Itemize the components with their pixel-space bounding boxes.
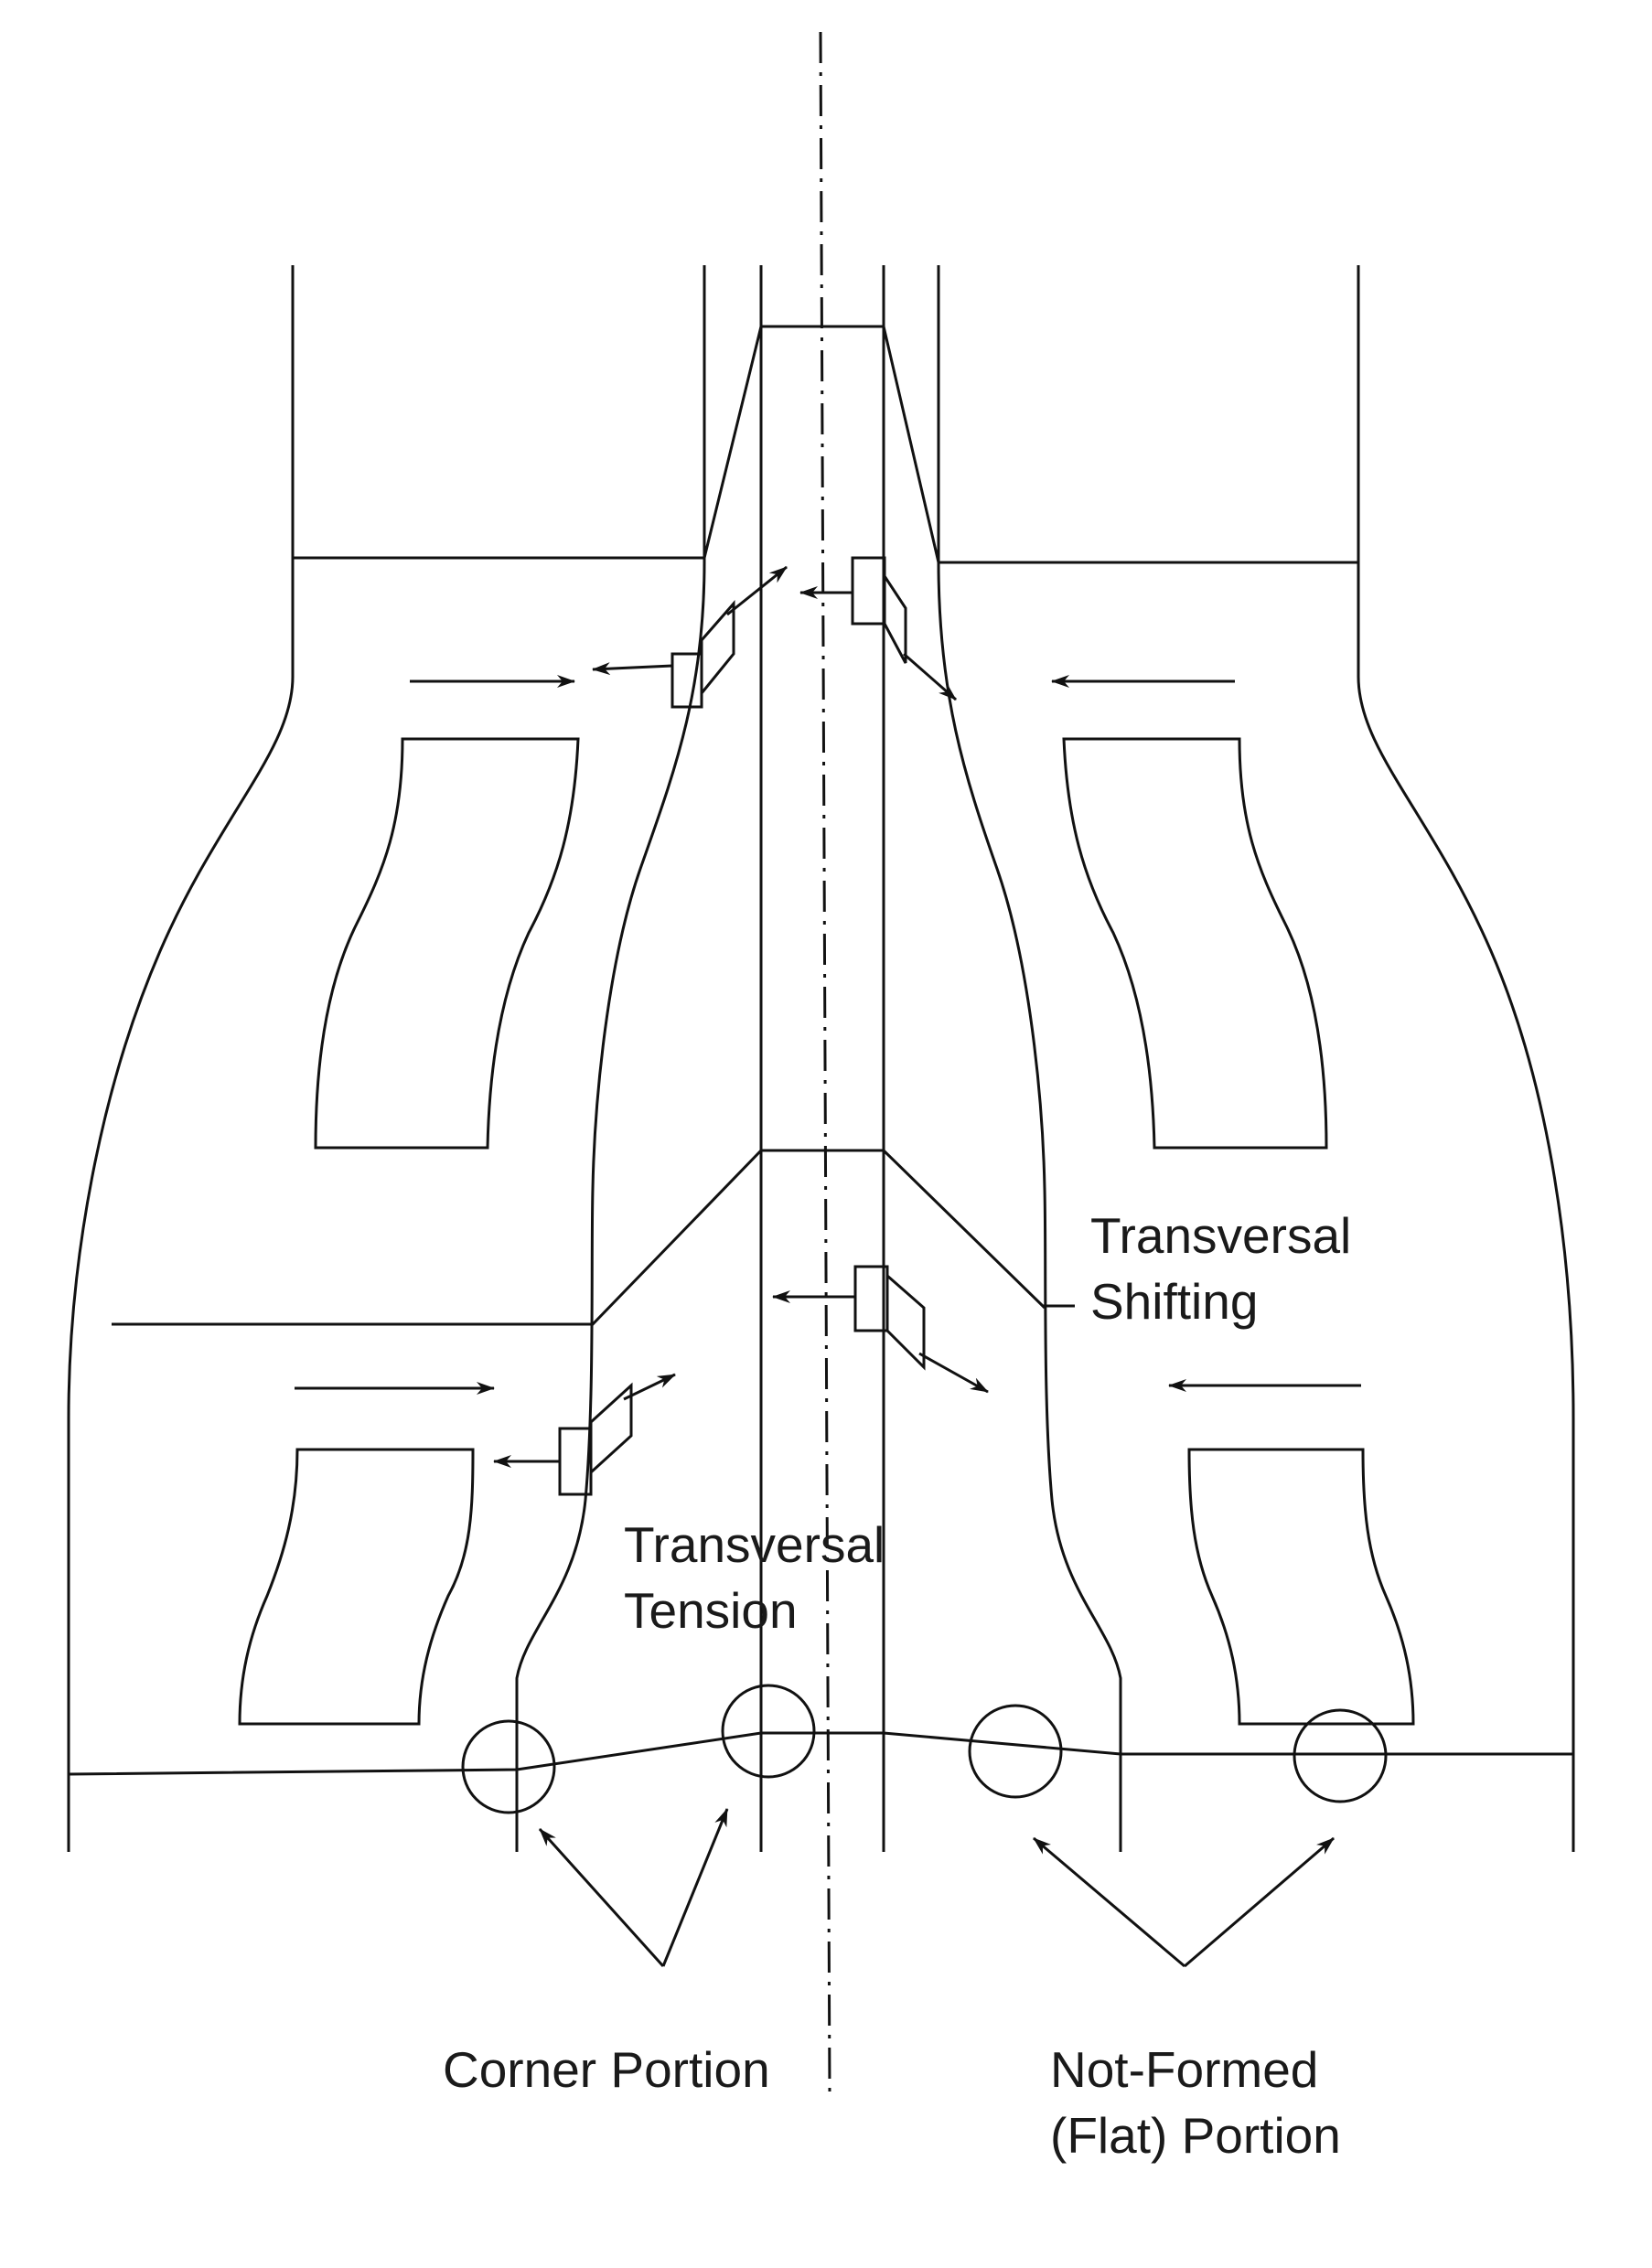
upper-left-shift-arrow bbox=[592, 662, 673, 676]
lower-right-tension-arrow bbox=[918, 1352, 989, 1394]
corner-pointer-left bbox=[538, 1827, 665, 1968]
flat-pointer-right bbox=[1184, 1836, 1335, 1968]
lower-right-element-sheared bbox=[885, 1272, 926, 1371]
transversal-shifting-label: Transversal Shifting bbox=[1090, 1207, 1366, 1330]
transversal-tension-label: Transversal Tension bbox=[624, 1516, 899, 1639]
lower-left-window bbox=[238, 1448, 475, 1726]
corner-pointer-right bbox=[661, 1808, 729, 1967]
fold-lines bbox=[515, 265, 1122, 1852]
corner-circle-left bbox=[461, 1719, 556, 1814]
upper-left-tension-arrow bbox=[726, 565, 788, 616]
lower-roll-station bbox=[112, 1149, 1415, 1726]
corner-circle-right bbox=[721, 1684, 816, 1779]
right-outer-fold-line bbox=[937, 265, 1122, 1852]
upper-right-element-box bbox=[851, 556, 886, 626]
lower-left-tension-arrow bbox=[623, 1373, 676, 1401]
upper-left-window bbox=[314, 737, 580, 1150]
strip-outline bbox=[67, 265, 1575, 1852]
lower-roll-profile bbox=[112, 1149, 1046, 1326]
upper-right-tension-arrow bbox=[903, 652, 957, 701]
upper-right-window bbox=[1062, 737, 1328, 1150]
flat-circle-right bbox=[1293, 1708, 1388, 1803]
not-formed-flat-portion-label: Not-Formed (Flat) Portion bbox=[1050, 2041, 1341, 2164]
left-outer-fold-line bbox=[515, 265, 706, 1852]
center-axis-line bbox=[819, 31, 831, 2095]
flat-pointer-left bbox=[1033, 1836, 1185, 1968]
not-formed-line-2: (Flat) Portion bbox=[1050, 2107, 1341, 2164]
lower-left-element-sheared bbox=[589, 1382, 633, 1476]
upper-roll-station bbox=[293, 325, 1358, 1150]
left-strip-edge bbox=[67, 265, 295, 1852]
upper-left-element-sheared bbox=[700, 600, 735, 698]
transversal-tension-line-2: Tension bbox=[624, 1582, 798, 1639]
flat-circle-left bbox=[968, 1704, 1063, 1799]
upper-roll-profile bbox=[293, 325, 1358, 564]
pointer-arrows bbox=[538, 1808, 1335, 1968]
cross-section-profile bbox=[68, 1684, 1573, 1814]
right-strip-edge bbox=[1357, 265, 1575, 1852]
transversal-shifting-line-2: Shifting bbox=[1090, 1273, 1258, 1330]
transversal-tension-line-1: Transversal bbox=[624, 1516, 885, 1573]
upper-right-element-sheared bbox=[883, 571, 907, 664]
not-formed-line-1: Not-Formed bbox=[1050, 2041, 1318, 2098]
section-profile-line bbox=[68, 1731, 1573, 1776]
transversal-shifting-line-1: Transversal bbox=[1090, 1207, 1351, 1264]
lower-right-window bbox=[1187, 1448, 1415, 1726]
corner-portion-label: Corner Portion bbox=[443, 2041, 770, 2098]
